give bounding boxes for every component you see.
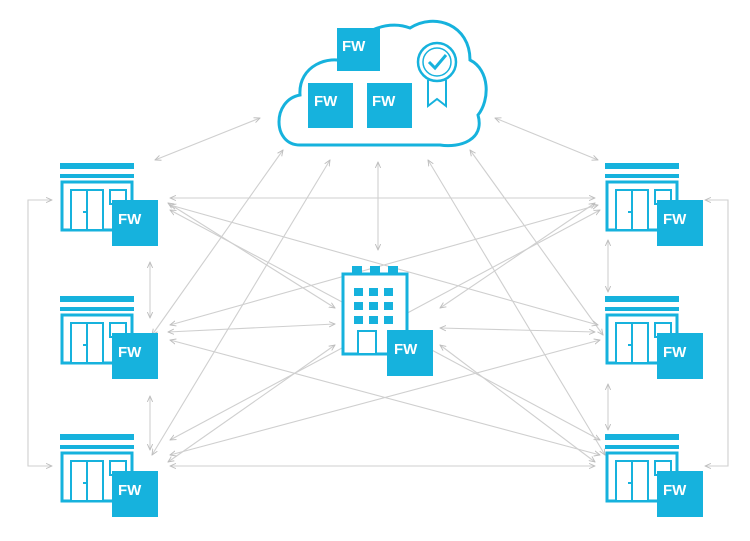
- arrow-cloud-left-top: [155, 118, 260, 160]
- cloud-fw-label-left: FW: [314, 93, 338, 110]
- branch-fw-label: FW: [118, 482, 142, 499]
- arrow-cloud-left-middle: [152, 150, 283, 335]
- cloud-fw-label-top: FW: [342, 38, 366, 55]
- cloud-fw-box-top: [337, 28, 380, 71]
- arrow-hq-left-middle: [168, 324, 335, 332]
- arrow-cloud-right-bottom: [428, 160, 605, 455]
- branch-fw-label: FW: [663, 211, 687, 228]
- branch-fw-box: [657, 200, 703, 246]
- arrow-left-bracket: [27, 200, 52, 466]
- cloud-fw-box-left: [308, 83, 353, 128]
- branch-store-left-top: FW: [60, 163, 158, 246]
- store-icon: [605, 296, 679, 365]
- branch-store-right-middle: FW: [605, 296, 703, 379]
- cloud-icon: FW FW FW: [277, 19, 488, 148]
- hq-fw-box: [387, 330, 433, 376]
- branch-store-left-middle: FW: [60, 296, 158, 379]
- branch-fw-box: [657, 333, 703, 379]
- branch-fw-label: FW: [663, 344, 687, 361]
- certificate-badge-icon: [416, 41, 458, 109]
- cloud-fw-box-right: [367, 83, 412, 128]
- branch-fw-box: [112, 471, 158, 517]
- arrow-hq-left-bottom: [168, 345, 335, 462]
- branch-store-right-top: FW: [605, 163, 703, 246]
- arrow-hq-left-top: [168, 203, 335, 308]
- cloud-fw-label-right: FW: [372, 93, 396, 110]
- headquarters-building-icon: FW: [341, 266, 433, 376]
- branch-fw-box: [657, 471, 703, 517]
- branch-fw-box: [112, 200, 158, 246]
- arrow-hq-right-middle: [440, 328, 595, 332]
- branch-store-right-bottom: FW: [605, 434, 703, 517]
- branch-fw-label: FW: [663, 482, 687, 499]
- branch-fw-label: FW: [118, 344, 142, 361]
- branch-stores: FW FW FW FW FW FW: [60, 163, 703, 517]
- branch-store-left-bottom: FW: [60, 434, 158, 517]
- arrow-left-bottom-right-middle: [170, 340, 600, 455]
- arrow-right-bracket: [705, 200, 729, 466]
- branch-fw-box: [112, 333, 158, 379]
- arrow-cloud-right-top: [495, 118, 598, 160]
- branch-fw-label: FW: [118, 211, 142, 228]
- hq-fw-label: FW: [394, 341, 418, 358]
